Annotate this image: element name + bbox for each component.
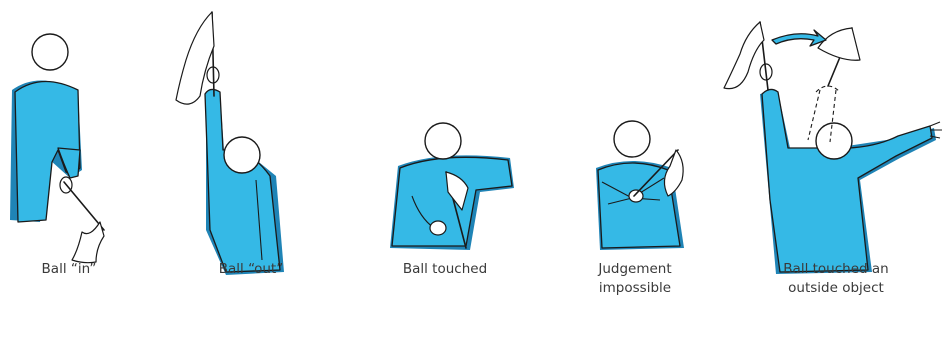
caption-judgement-impossible: Judgement impossible <box>580 260 690 298</box>
head-icon <box>816 123 852 159</box>
head-icon <box>224 137 260 173</box>
figure-ball-touched-outside-object <box>724 22 942 274</box>
figure-ball-touched <box>390 123 514 250</box>
caption-ball-out: Ball “out” <box>196 260 306 279</box>
caption-line: Judgement <box>580 260 690 279</box>
figure-ball-out <box>176 12 284 275</box>
caption-line: Ball “in” <box>24 260 114 279</box>
figure-judgement-impossible <box>596 121 684 250</box>
caption-line: Ball touched an <box>766 260 906 279</box>
caption-line: Ball “out” <box>196 260 306 279</box>
head-icon <box>425 123 461 159</box>
caption-line: outside object <box>766 279 906 298</box>
head-icon <box>32 34 68 70</box>
caption-ball-in: Ball “in” <box>24 260 114 279</box>
caption-ball-touched-outside-object: Ball touched an outside object <box>766 260 906 298</box>
caption-line: impossible <box>580 279 690 298</box>
caption-line: Ball touched <box>390 260 500 279</box>
caption-ball-touched: Ball touched <box>390 260 500 279</box>
head-icon <box>614 121 650 157</box>
figure-ball-in <box>10 34 104 263</box>
